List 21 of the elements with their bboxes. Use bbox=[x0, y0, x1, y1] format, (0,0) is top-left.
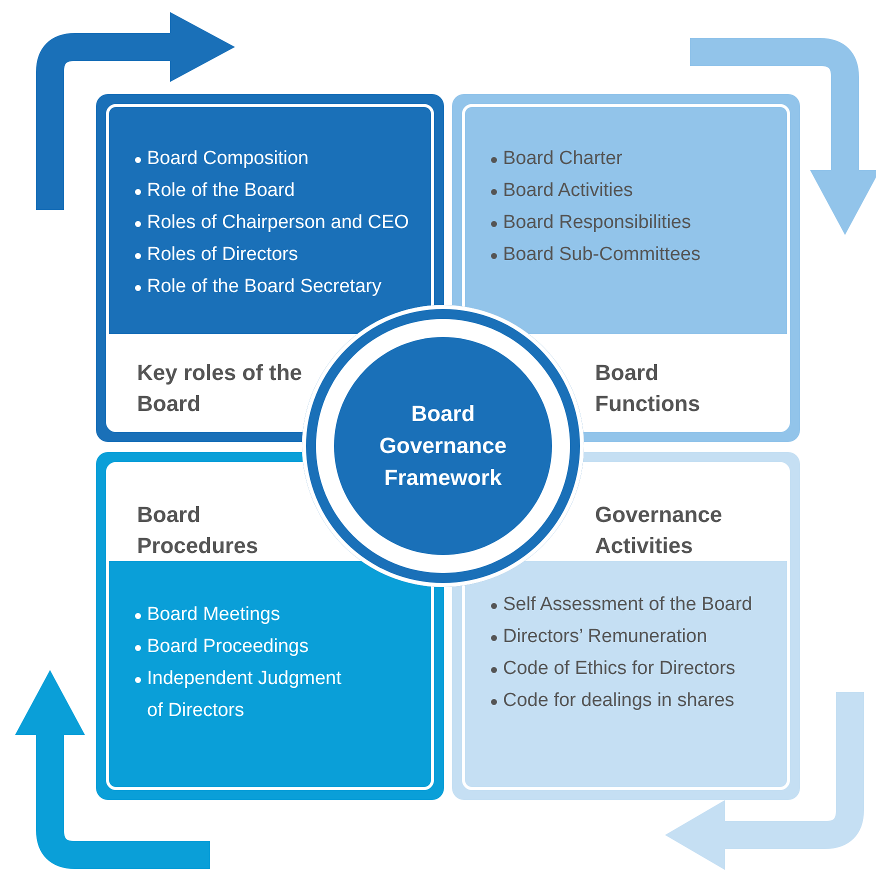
bullet-item: Role of the Board bbox=[133, 175, 423, 207]
center-title: Board Governance Framework bbox=[378, 400, 508, 492]
card-heading: Governance Activities bbox=[595, 501, 724, 560]
bullet-item: Self Assessment of the Board bbox=[489, 589, 779, 621]
bullet-item: Board Responsibilities bbox=[489, 207, 779, 239]
bullet-item: Board Proceedings bbox=[133, 631, 348, 663]
bullet-item: Independent Judgment of Directors bbox=[133, 663, 348, 727]
card-heading: Board Procedures bbox=[137, 501, 260, 560]
bullet-item: Role of the Board Secretary bbox=[133, 271, 423, 303]
bullet-item: Board Sub-Committees bbox=[489, 239, 779, 271]
bullet-item: Board Composition bbox=[133, 143, 423, 175]
bullet-item: Board Charter bbox=[489, 143, 779, 175]
bullet-item: Board Activities bbox=[489, 175, 779, 207]
bullet-item: Code of Ethics for Directors bbox=[489, 653, 779, 685]
bullet-item: Board Meetings bbox=[133, 599, 348, 631]
card-heading: Board Functions bbox=[595, 359, 702, 418]
bullet-item: Directors’ Remuneration bbox=[489, 621, 779, 653]
bullet-item: Code for dealings in shares bbox=[489, 685, 779, 717]
bullet-item: Roles of Directors bbox=[133, 239, 423, 271]
bullet-item: Roles of Chairperson and CEO bbox=[133, 207, 423, 239]
card-heading: Key roles of the Board bbox=[137, 359, 304, 418]
